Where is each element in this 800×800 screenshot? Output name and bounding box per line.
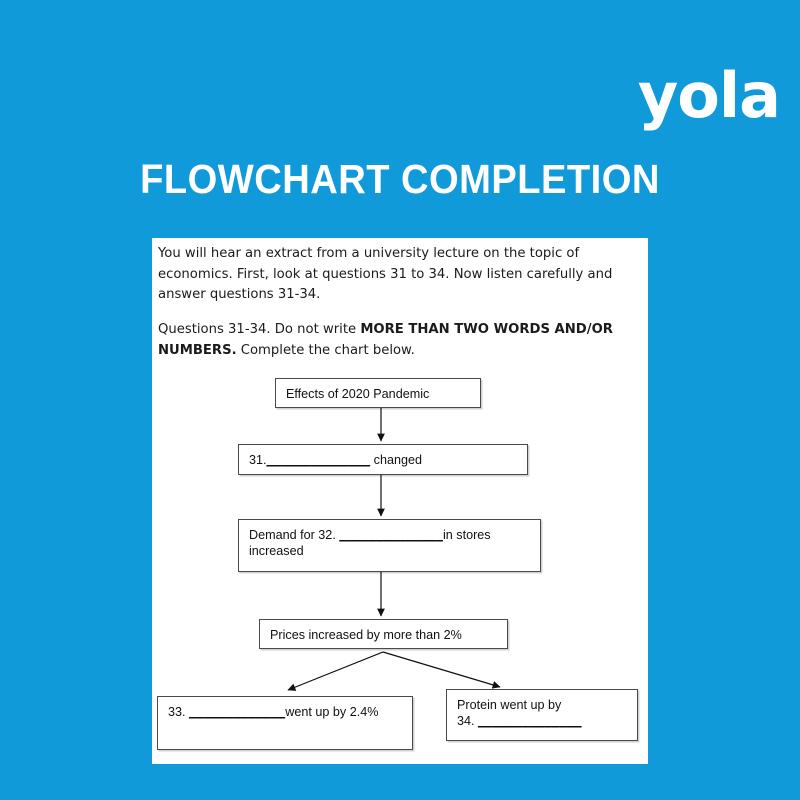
instruction-emphasis: MORE THAN TWO WORDS AND/OR NUMBERS. <box>158 322 613 358</box>
q34-prefix: 34. <box>457 714 479 728</box>
yola-logo: yola <box>637 59 781 132</box>
flow-node-title: Effects of 2020 Pandemic <box>275 378 481 408</box>
instruction-suffix: Complete the chart below. <box>236 342 415 358</box>
flow-node-prices-label: Prices increased by more than 2% <box>270 628 462 642</box>
q32-prefix: Demand for 32. <box>249 528 340 542</box>
flow-node-q32[interactable]: Demand for 32. ______________in stores i… <box>238 519 541 572</box>
flow-node-title-label: Effects of 2020 Pandemic <box>286 387 430 401</box>
q34-answer-blank[interactable]: ______________ <box>478 714 582 728</box>
flow-node-q34[interactable]: Protein went up by 34. ______________ <box>446 689 638 741</box>
instruction-prefix: Questions 31-34. Do not write <box>158 322 361 337</box>
worksheet-panel: You will hear an extract from a universi… <box>152 238 648 764</box>
intro-line-2: economics. First, look at questions 31 t… <box>158 266 613 282</box>
flowchart-connectors <box>287 408 501 691</box>
q33-answer-blank[interactable]: _____________ <box>189 705 286 719</box>
q31-prefix: 31. <box>249 453 267 467</box>
q31-answer-blank[interactable]: ______________ <box>266 453 371 467</box>
intro-line-1: You will hear an extract from a universi… <box>158 246 580 261</box>
flow-node-q31[interactable]: 31.______________ changed <box>238 444 528 475</box>
q34-line-1: Protein went up by <box>457 698 562 712</box>
intro-line-3: answer questions 31-34. <box>158 287 321 302</box>
flow-node-q33[interactable]: 33. _____________went up by 2.4% <box>157 696 413 750</box>
flowchart: Effects of 2020 Pandemic 31.____________… <box>152 238 648 764</box>
edge-prices-q33 <box>287 651 384 691</box>
q31-suffix: changed <box>370 453 423 467</box>
q33-suffix: went up by 2.4% <box>285 705 379 719</box>
q32-answer-blank[interactable]: ______________ <box>339 528 443 542</box>
page-title: FLOWCHART COMPLETION <box>140 156 660 202</box>
instruction-paragraph: Questions 31-34. Do not write MORE THAN … <box>158 320 644 361</box>
intro-paragraph: You will hear an extract from a universi… <box>158 244 644 306</box>
q33-prefix: 33. <box>168 705 190 719</box>
q32-suffix: in stores increased <box>249 528 491 558</box>
edge-prices-q34 <box>382 651 501 689</box>
flow-node-prices: Prices increased by more than 2% <box>259 619 508 649</box>
